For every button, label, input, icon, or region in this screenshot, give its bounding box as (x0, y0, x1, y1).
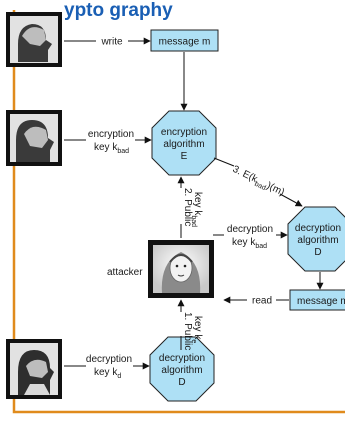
enc-key-line2: key k (94, 142, 118, 153)
attacker-label: attacker (107, 267, 143, 278)
decryption-right-line2: algorithm (297, 235, 338, 246)
message-box-top-label: message m (159, 37, 211, 48)
encryption-key-label: encryption key kbad (88, 129, 134, 155)
encryption-node-line1: encryption (161, 127, 207, 138)
dec-key-right-line2: key k (232, 237, 256, 248)
public-key-2-line2: key k (192, 192, 203, 216)
encryption-algorithm-node: encryption algorithm E (151, 110, 217, 176)
read-label: read (252, 296, 272, 307)
decryption-right-line1: decryption (295, 223, 341, 234)
decryption-key-bottom-label: decryption key kd (86, 354, 132, 380)
dec-key-bottom-sub: d (117, 373, 121, 380)
svg-text:key kd: key kd (94, 367, 121, 380)
public-key-1-line2: key k (192, 316, 203, 340)
svg-text:key ke: key ke (190, 316, 203, 343)
enc-key-line1: encryption (88, 129, 134, 140)
public-key-2-line1: 2. Public (182, 188, 193, 226)
public-key-1-line1: 1. Public (182, 312, 193, 350)
decryption-key-right-label: decryption key kbad (227, 224, 273, 250)
cipher-sub: bad (253, 181, 267, 192)
encryption-node-line2: algorithm (163, 139, 204, 150)
receiver-portrait-bottom (6, 339, 62, 399)
page-title: ypto graphy (64, 0, 173, 21)
decryption-algorithm-node-bottom: decryption algorithm D (149, 336, 215, 402)
dec-key-bottom-line2: key k (94, 367, 118, 378)
message-box-bottom-label: message m (297, 296, 345, 307)
ciphertext-label: 3. E(kbad)(m) (230, 164, 286, 200)
write-label: write (100, 37, 123, 48)
decryption-right-line3: D (314, 247, 321, 258)
decryption-bottom-line1: decryption (159, 353, 205, 364)
svg-text:3. E(kbad)(m): 3. E(kbad)(m) (230, 164, 286, 200)
public-key-2-label: 2. Public key kbad (182, 188, 203, 227)
decryption-bottom-line3: D (178, 377, 185, 388)
decryption-bottom-line2: algorithm (161, 365, 202, 376)
message-box-top: message m (150, 29, 219, 52)
sender-portrait-top (6, 12, 62, 67)
sender-portrait-middle (6, 110, 62, 166)
svg-text:key kbad: key kbad (94, 142, 129, 155)
public-key-1-label: 1. Public key ke (182, 312, 203, 350)
message-box-bottom: message m (289, 289, 345, 311)
svg-text:key kbad: key kbad (190, 192, 203, 227)
encryption-node-line3: E (181, 151, 188, 162)
decryption-algorithm-node-right: decryption algorithm D (287, 206, 345, 272)
public-key-2-sub: bad (190, 215, 197, 227)
enc-key-sub: bad (117, 148, 129, 155)
attacker-portrait (148, 240, 214, 298)
svg-text:key kbad: key kbad (232, 237, 267, 250)
public-key-1-sub: e (190, 339, 197, 343)
dec-key-right-line1: decryption (227, 224, 273, 235)
cipher-arrow-start (213, 157, 235, 167)
dec-key-right-sub: bad (255, 243, 267, 250)
cipher-arrow-end (279, 193, 303, 207)
dec-key-bottom-line1: decryption (86, 354, 132, 365)
